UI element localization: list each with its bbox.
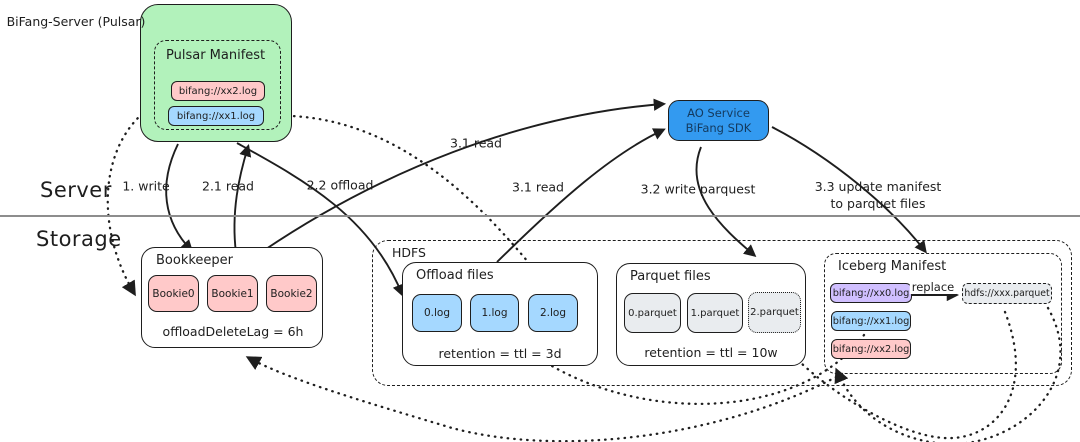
iceberg-manifest-title: Iceberg Manifest <box>838 259 947 274</box>
edge-label-write-parquet-3-2: 3.2 write parquest <box>640 181 756 197</box>
edge-label-read-3-1-lower: 3.1 read <box>511 179 565 195</box>
arrow-update-manifest-3-3 <box>771 126 927 254</box>
arrow-write-parquet-3-2 <box>695 146 757 257</box>
parquet-file-0: 0.parquet <box>624 293 681 333</box>
pulsar-manifest-box <box>154 40 281 130</box>
ao-service-line1: AO Service <box>687 105 750 120</box>
dotted-to-bookkeeper-bottom <box>245 356 844 442</box>
bookkeeper-title: Bookkeeper <box>156 253 234 268</box>
dotted-xx1-to-2log <box>266 114 548 286</box>
server-region-label: Server <box>40 178 112 202</box>
parquet-file-1: 1.parquet <box>687 293 743 333</box>
iceberg-manifest-box <box>824 253 1062 374</box>
bookie1-node: Bookie1 <box>207 275 258 312</box>
edge-label-read-3-1-upper: 3.1 read <box>449 135 503 151</box>
pulsar-manifest-entry-xx2: bifang://xx2.log <box>171 81 265 101</box>
bookie0-node: Bookie0 <box>148 275 199 312</box>
hdfs-title: HDFS <box>392 245 426 260</box>
server-storage-divider <box>0 215 1080 217</box>
offload-file-0: 0.log <box>412 294 462 332</box>
replace-label: replace <box>909 280 957 294</box>
iceberg-entry-xx2: bifang://xx2.log <box>831 339 911 359</box>
edge-label-update-manifest-3-3: 3.3 update manifest to parquet files <box>815 179 942 213</box>
dotted-hdfsfile-to-2parquet <box>781 310 1017 440</box>
bookkeeper-note: offloadDeleteLag = 6h <box>162 324 304 339</box>
pulsar-manifest-entry-xx1: bifang://xx1.log <box>168 106 264 126</box>
iceberg-entry-xx1: bifang://xx1.log <box>831 311 911 331</box>
bookie2-node: Bookie2 <box>266 275 317 312</box>
hdfs-box <box>372 240 1072 386</box>
arrow-read-3-1-upper <box>262 98 667 252</box>
offload-file-2: 2.log <box>528 294 578 332</box>
edge-label-update-manifest-line2: to parquet files <box>830 196 926 211</box>
parquet-files-title: Parquet files <box>630 269 711 284</box>
offload-retention-note: retention = ttl = 3d <box>438 346 562 361</box>
parquet-retention-note: retention = ttl = 10w <box>644 345 778 360</box>
ao-service-line2: BiFang SDK <box>685 120 752 135</box>
arrow-offload-2-2 <box>236 142 405 297</box>
edge-label-update-manifest-line1: 3.3 update manifest <box>814 179 942 195</box>
ao-service-node: AO Service BiFang SDK <box>668 100 769 141</box>
offload-file-1: 1.log <box>470 294 519 332</box>
replaced-parquet-file: hdfs://xxx.parquet <box>962 283 1052 304</box>
iceberg-entry-xx0: bifang://xx0.log <box>830 283 912 303</box>
storage-region-label: Storage <box>36 227 122 251</box>
bifang-server-title: BiFang-Server (Pulsar) <box>6 14 146 29</box>
offload-files-title: Offload files <box>416 268 494 283</box>
edge-label-read-2-1: 2.1 read <box>201 178 255 194</box>
arrow-write <box>165 143 194 253</box>
parquet-file-2: 2.parquet <box>748 292 801 333</box>
edge-label-write: 1. write <box>122 178 170 194</box>
pulsar-manifest-title: Pulsar Manifest <box>166 48 266 63</box>
edge-label-offload-2-2: 2.2 offload <box>306 177 374 193</box>
arrow-read-2-1 <box>233 144 252 254</box>
